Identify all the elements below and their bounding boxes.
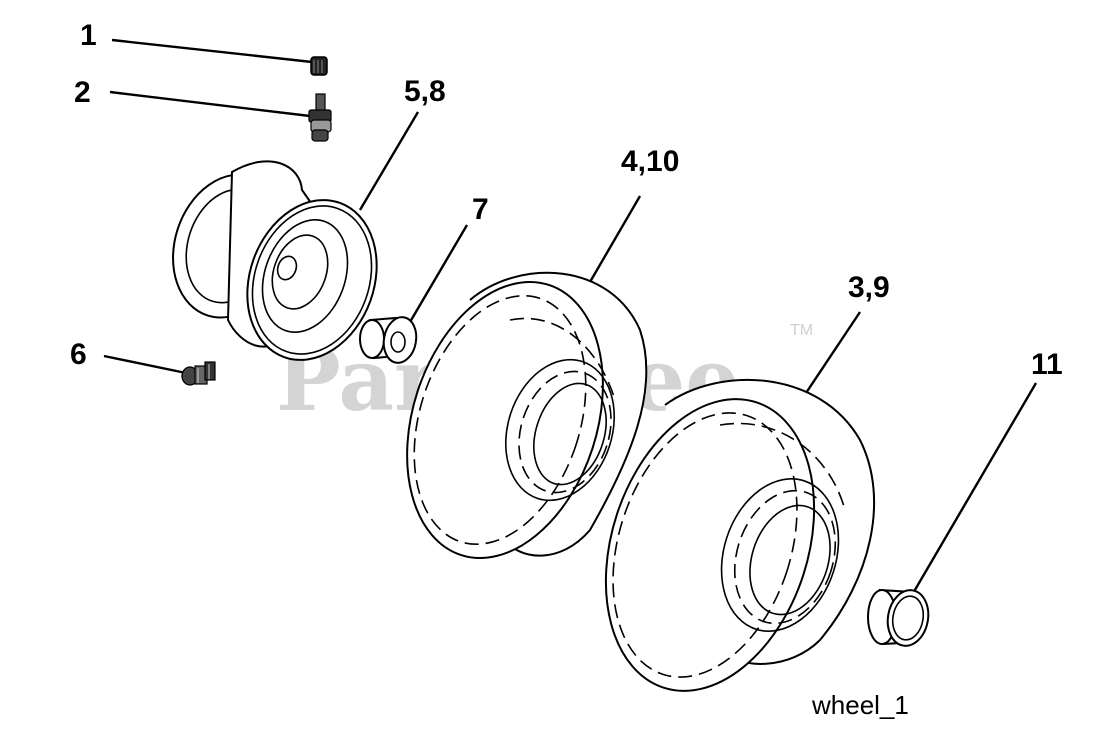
valve-cap-part <box>111 38 328 76</box>
rim-part <box>172 111 420 361</box>
front-tire-part <box>406 195 648 560</box>
valve-stem-part <box>109 90 332 142</box>
hub-cap-part <box>867 382 1038 647</box>
diagram-caption: wheel_1 <box>811 690 909 720</box>
callout-1: 1 <box>80 19 97 52</box>
watermark-trademark: TM <box>790 322 813 339</box>
callout-5-8: 5,8 <box>404 75 446 108</box>
callout-7: 7 <box>472 193 489 226</box>
callout-3-9: 3,9 <box>848 271 890 304</box>
callout-2: 2 <box>74 76 91 109</box>
callout-6: 6 <box>70 338 87 371</box>
callout-4-10: 4,10 <box>621 145 679 178</box>
bushing-part <box>359 224 469 364</box>
callout-11: 11 <box>1031 348 1063 381</box>
rear-tire-part <box>604 311 876 692</box>
grease-fitting-part <box>103 354 216 386</box>
